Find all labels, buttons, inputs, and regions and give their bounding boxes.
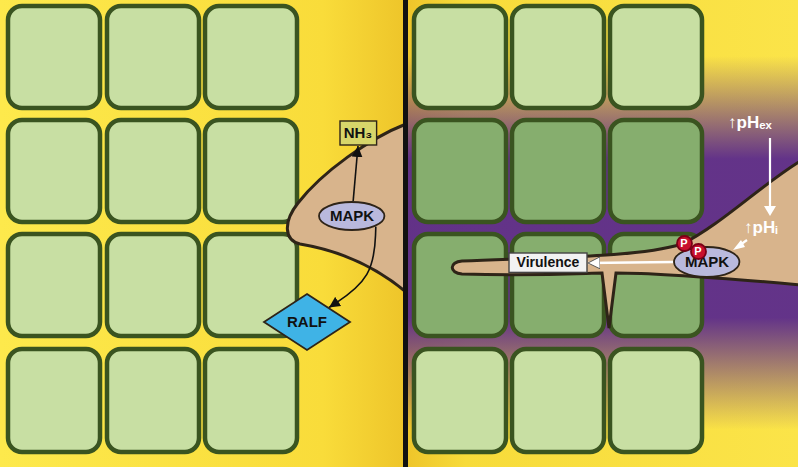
ph-label: ↑pHₑₓ xyxy=(728,114,772,133)
node-text: RALF xyxy=(287,314,327,331)
node-text: P xyxy=(680,237,687,249)
fungal-hypha-right xyxy=(452,160,798,328)
node-text: NH₃ xyxy=(344,125,373,142)
outcome-box: Virulence xyxy=(508,252,588,273)
node-text: P xyxy=(694,245,701,257)
plant-cells-left xyxy=(8,6,297,452)
panel-divider xyxy=(403,0,408,467)
node-text: Virulence xyxy=(517,255,580,270)
kinase-ellipse: MAPK xyxy=(318,201,385,231)
product-box: NH₃ xyxy=(339,120,378,146)
shape-fill xyxy=(677,236,692,251)
ph-label: ↑pHᵢ xyxy=(744,219,778,238)
shape-fill xyxy=(340,121,377,145)
node-text: MAPK xyxy=(330,208,374,225)
shape-fill xyxy=(509,253,587,272)
shape-fill xyxy=(674,247,739,277)
shape-fill xyxy=(264,294,350,350)
fungal-hypha-left xyxy=(287,124,406,292)
signal-arrow xyxy=(353,146,358,201)
phospho-circle: P xyxy=(690,243,707,260)
shape-fill xyxy=(691,244,706,259)
shape-fill xyxy=(319,202,384,230)
signal-arrow xyxy=(329,227,376,308)
peptide-diamond: RALF xyxy=(263,293,351,351)
plant-cells-right xyxy=(414,6,702,452)
signal-arrow xyxy=(588,261,673,264)
